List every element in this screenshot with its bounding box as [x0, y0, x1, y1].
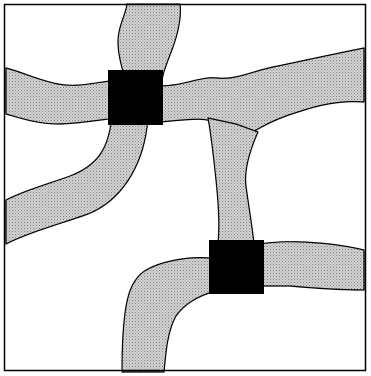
channel-right-lower-horizontal — [260, 242, 364, 290]
junction-upper-left — [108, 70, 163, 125]
junction-lower-right — [209, 240, 264, 294]
